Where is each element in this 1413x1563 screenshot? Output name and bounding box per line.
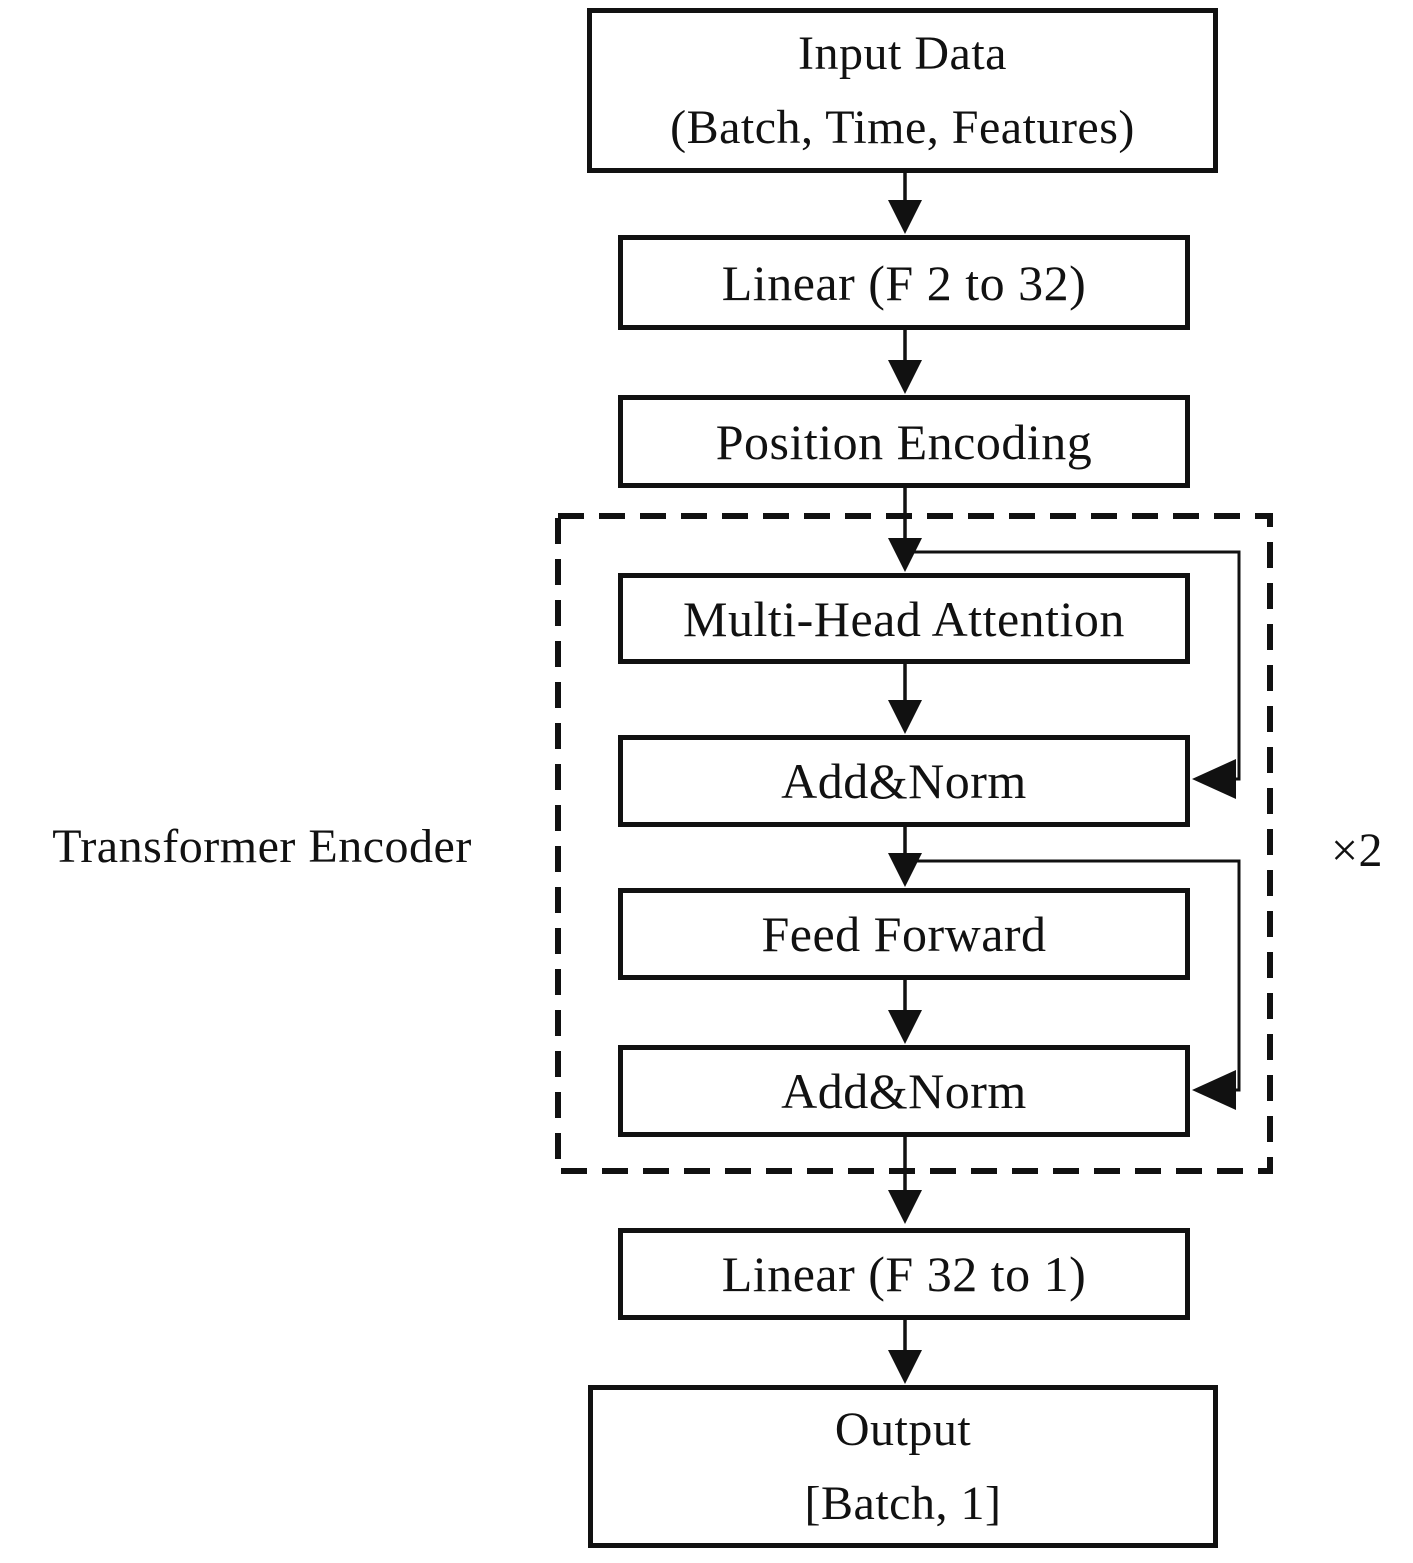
node-multi-head-attention: Multi-Head Attention — [618, 573, 1190, 664]
node-label: Add&Norm — [781, 1063, 1027, 1119]
node-label: Linear (F 32 to 1) — [721, 1246, 1087, 1302]
node-label: Feed Forward — [761, 906, 1047, 962]
node-linear-out: Linear (F 32 to 1) — [618, 1228, 1190, 1320]
skip-connection-1 — [905, 550, 1241, 799]
node-linear-in: Linear (F 2 to 32) — [618, 235, 1190, 330]
node-label: Position Encoding — [715, 413, 1093, 470]
skip-connection-2 — [905, 859, 1241, 1110]
node-output: Output [Batch, 1] — [588, 1385, 1218, 1548]
node-label: Multi-Head Attention — [683, 590, 1125, 647]
encoder-dashed-boundary — [555, 513, 1273, 1174]
node-label: Linear (F 2 to 32) — [721, 254, 1087, 311]
node-sublabel: [Batch, 1] — [804, 1476, 1002, 1530]
node-add-norm-1: Add&Norm — [618, 735, 1190, 827]
node-position-encoding: Position Encoding — [618, 395, 1190, 488]
node-feed-forward: Feed Forward — [618, 888, 1190, 980]
transformer-encoder-label: Transformer Encoder — [52, 820, 472, 873]
arrow-linearout-to-output — [888, 1320, 922, 1384]
node-add-norm-2: Add&Norm — [618, 1045, 1190, 1137]
arrow-posenc-to-mha — [888, 488, 922, 572]
arrow-addnorm2-to-linearout — [888, 1137, 922, 1224]
node-label: Input Data — [798, 26, 1007, 80]
repeat-x2-label: ×2 — [1330, 824, 1384, 877]
arrow-mha-to-addnorm1 — [888, 664, 922, 734]
node-label: Output — [834, 1402, 972, 1456]
arrow-addnorm1-to-ff — [888, 827, 922, 887]
node-input-data: Input Data (Batch, Time, Features) — [587, 8, 1218, 173]
node-sublabel: (Batch, Time, Features) — [670, 100, 1135, 154]
arrow-input-to-linear — [888, 173, 922, 234]
arrow-ff-to-addnorm2 — [888, 980, 922, 1044]
node-label: Add&Norm — [781, 753, 1027, 809]
arrow-linear-to-posenc — [888, 330, 922, 394]
